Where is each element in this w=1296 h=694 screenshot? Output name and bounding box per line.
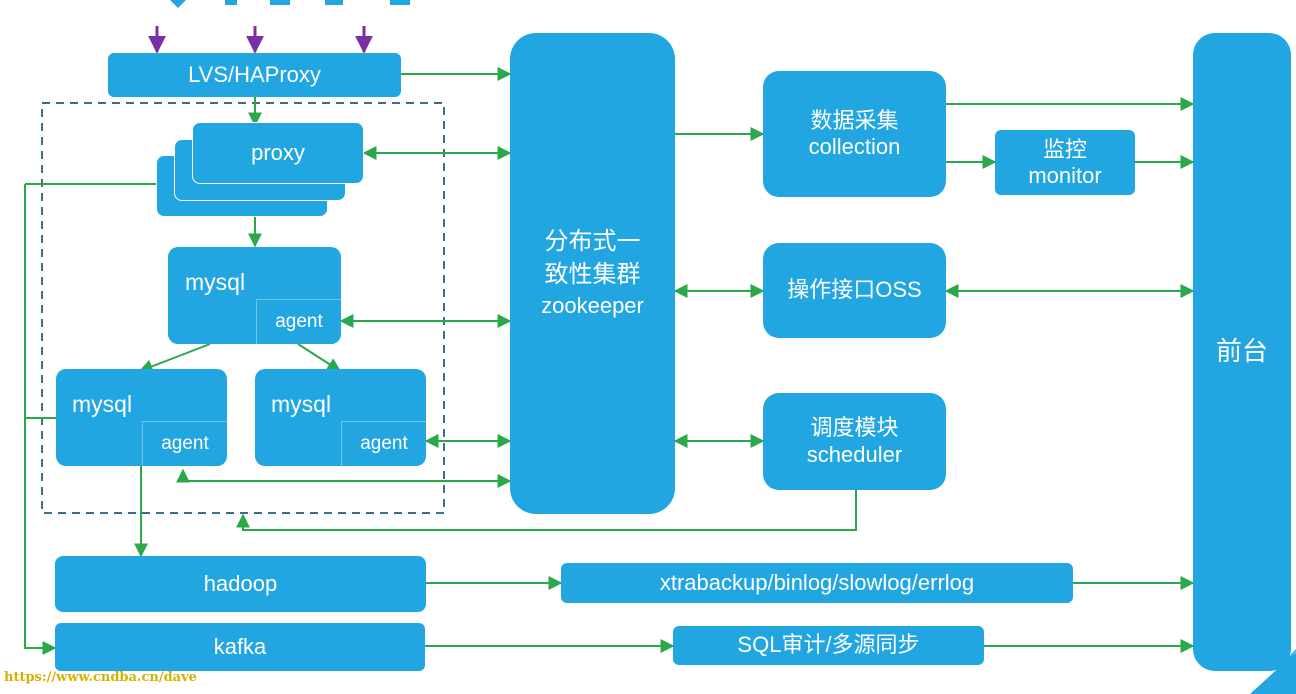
proxy-box: proxy — [192, 122, 364, 184]
header-decoration — [170, 0, 186, 8]
mysql-master-label: mysql — [185, 269, 246, 295]
lvs-haproxy-box: LVS/HAProxy — [108, 53, 401, 97]
header-decoration — [325, 0, 343, 5]
kafka-label: kafka — [213, 633, 267, 659]
oss-box: 操作接口OSS — [763, 243, 946, 338]
green-connectors — [24, 67, 1195, 655]
agent-label: agent — [360, 432, 408, 454]
zookeeper-box: 分布式一 致性集群 zookeeper — [510, 33, 675, 514]
kafka-box: kafka — [55, 623, 425, 671]
scheduler-line-2: scheduler — [806, 441, 903, 467]
scheduler-box: 调度模块 scheduler — [763, 393, 946, 490]
monitor-line-2: monitor — [1028, 162, 1102, 188]
proxy-label: proxy — [251, 139, 305, 165]
sql-audit-box: SQL审计/多源同步 — [673, 626, 984, 665]
mysql-slave-a-label: mysql — [72, 391, 133, 417]
mysql-slave-b-label: mysql — [271, 391, 332, 417]
lvs-haproxy-label: LVS/HAProxy — [188, 61, 321, 87]
frontend-box: 前台 — [1193, 33, 1291, 671]
watermark: https://www.cndba.cn/dave — [4, 670, 197, 685]
zookeeper-line-2: 致性集群 — [544, 260, 641, 288]
sql-audit-label: SQL审计/多源同步 — [737, 632, 920, 658]
mysql-master-box: mysql agent — [168, 247, 341, 344]
entry-arrows — [148, 26, 373, 54]
hadoop-label: hadoop — [203, 570, 278, 596]
collection-line-1: 数据采集 — [810, 107, 899, 133]
monitor-line-1: 监控 — [1042, 137, 1087, 163]
mysql-cluster-boundary — [41, 102, 445, 514]
zookeeper-line-3: zookeeper — [541, 293, 644, 319]
oss-label: 操作接口OSS — [787, 277, 922, 303]
mysql-slave-b-box: mysql agent — [255, 369, 426, 466]
mysql-slave-a-agent: agent — [142, 421, 227, 466]
header-decoration — [270, 0, 290, 5]
agent-label: agent — [161, 432, 209, 454]
agent-label: agent — [275, 310, 323, 332]
mysql-master-agent: agent — [256, 299, 341, 344]
header-decoration — [390, 0, 410, 5]
frontend-label: 前台 — [1215, 336, 1268, 367]
scheduler-line-1: 调度模块 — [810, 415, 899, 441]
mysql-slave-b-agent: agent — [341, 421, 426, 466]
hadoop-box: hadoop — [55, 556, 426, 612]
header-decoration — [225, 0, 237, 5]
monitor-box: 监控 monitor — [995, 130, 1135, 195]
zookeeper-line-1: 分布式一 — [544, 228, 641, 256]
collection-line-2: collection — [808, 134, 901, 159]
mysql-slave-a-box: mysql agent — [56, 369, 227, 466]
logs-box: xtrabackup/binlog/slowlog/errlog — [561, 563, 1073, 603]
logs-label: xtrabackup/binlog/slowlog/errlog — [659, 569, 975, 595]
collection-box: 数据采集 collection — [763, 71, 946, 197]
